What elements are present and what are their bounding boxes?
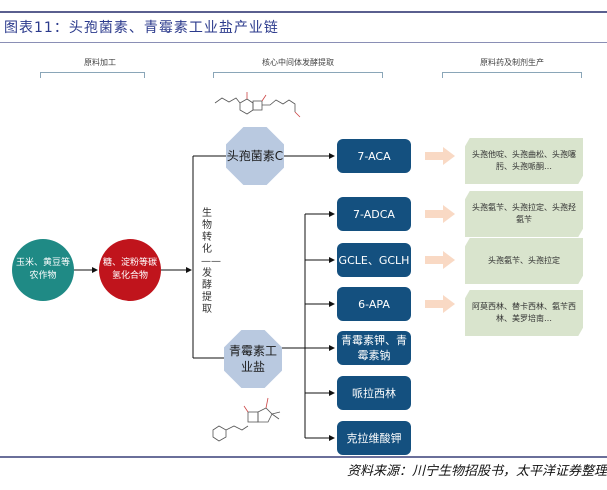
intermediate-potassium-clavulanate: 克拉维酸钾 [337, 421, 411, 455]
flow-arrow-icon [425, 295, 455, 313]
intermediate-piperacillin: 哌拉西林 [337, 376, 411, 410]
section-bracket-fermentation [213, 72, 383, 78]
penicillin-salt-node: 青霉素工业盐 [224, 330, 282, 388]
intermediate-penicillin-salts: 青霉素钾、青霉素钠 [337, 331, 411, 365]
section-api-production: 原料药及制剂生产 [480, 58, 544, 67]
product-cephalosporins-group2: 头孢氨苄、头孢拉定、头孢羟氨苄 [465, 191, 583, 237]
intermediate-7-adca: 7-ADCA [337, 197, 411, 231]
flow-arrow-icon [425, 251, 455, 269]
cephalosporin-molecule-icon [214, 92, 301, 118]
source-note: 资料来源：川宁生物招股书，太平洋证券整理 [346, 464, 607, 479]
intermediate-gcle-gclh: GCLE、GCLH [337, 243, 411, 277]
section-bracket-api [442, 72, 582, 78]
penicillin-molecule-icon [212, 397, 281, 442]
cephalosporin-c-node: 头孢菌素C [226, 127, 284, 185]
flow-arrow-icon [425, 147, 455, 165]
product-cephalosporins-group1: 头孢他啶、头孢曲松、头孢噻肟、头孢哌酮… [465, 138, 583, 184]
section-fermentation: 核心中间体发酵提取 [262, 58, 334, 67]
figure-title: 图表11：头孢菌素、青霉素工业盐产业链 [4, 20, 279, 36]
product-cephalosporins-group3: 头孢氨苄、头孢拉定 [465, 238, 583, 284]
product-penicillins-group: 阿莫西林、替卡西林、氨苄西林、美罗培南… [465, 290, 583, 336]
title-rule [0, 42, 607, 43]
intermediate-6-apa: 6-APA [337, 287, 411, 321]
top-rule [0, 11, 607, 13]
carbohydrates-node: 糖、淀粉等碳氢化合物 [99, 239, 161, 301]
process-label: 生物转化——发酵提取 [201, 208, 221, 315]
intermediate-7-aca: 7-ACA [337, 139, 411, 173]
section-bracket-raw [40, 72, 145, 78]
crops-node: 玉米、黄豆等农作物 [12, 239, 74, 301]
flow-arrow-icon [425, 205, 455, 223]
section-raw-processing: 原料加工 [84, 58, 116, 67]
bottom-rule [0, 456, 607, 458]
